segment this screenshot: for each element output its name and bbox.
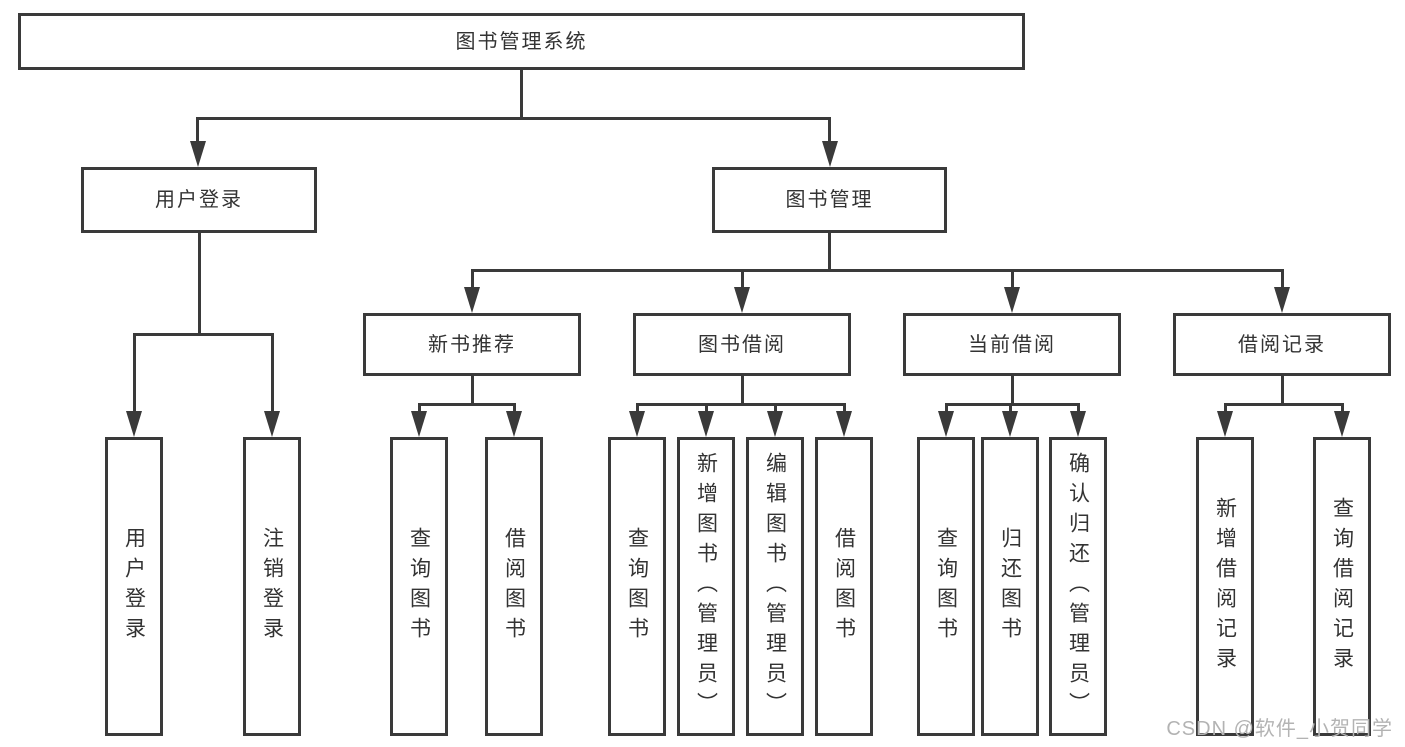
arrowhead-down — [821, 141, 838, 167]
node-borrow-books-recommend: 借阅图书 — [485, 437, 543, 736]
connector-stem — [740, 269, 744, 289]
arrowhead-down — [1217, 411, 1233, 437]
connector-group5-rail — [1223, 403, 1344, 406]
connector-stem — [1076, 403, 1080, 413]
connector-stem — [1340, 403, 1344, 413]
connector-stem — [1010, 269, 1014, 289]
arrowhead-down — [1334, 411, 1350, 437]
connector-level2-rail — [196, 117, 831, 120]
arrowhead-down — [734, 287, 750, 313]
arrowhead-down — [189, 141, 206, 167]
node-borrow-records: 借阅记录 — [1173, 313, 1391, 376]
connector-stem — [828, 117, 831, 144]
node-add-borrow-record: 新增借阅记录 — [1196, 437, 1254, 736]
connector-stem — [132, 333, 136, 411]
connector-stem — [512, 403, 516, 413]
connector-level3-rail — [470, 269, 1284, 272]
arrowhead-down — [698, 411, 714, 437]
arrowhead-down — [126, 411, 142, 437]
arrowhead-down — [1004, 287, 1020, 313]
node-borrow-books: 借阅图书 — [815, 437, 873, 736]
node-query-books-borrow: 查询图书 — [608, 437, 666, 736]
connector-root-stem — [520, 70, 523, 118]
node-confirm-return-admin: 确认归还（管理员） — [1049, 437, 1107, 736]
arrowhead-down — [506, 411, 522, 437]
connector-stem — [1010, 376, 1014, 405]
arrowhead-down — [938, 411, 954, 437]
node-user-login-action: 用户登录 — [105, 437, 163, 736]
connector-stem — [196, 117, 199, 144]
arrowhead-down — [1070, 411, 1086, 437]
csdn-watermark: CSDN @软件_小贺同学 — [1166, 718, 1393, 740]
connector-stem — [635, 403, 639, 413]
connector-stem — [270, 333, 274, 411]
arrowhead-down — [464, 287, 480, 313]
connector-stem — [828, 233, 831, 270]
node-new-book-recommend: 新书推荐 — [363, 313, 581, 376]
connector-stem — [740, 376, 744, 405]
connector-stem — [944, 403, 948, 413]
node-book-management: 图书管理 — [712, 167, 947, 233]
node-current-borrow: 当前借阅 — [903, 313, 1121, 376]
connector-stem — [197, 233, 201, 334]
connector-group2-rail — [417, 403, 516, 406]
arrowhead-down — [1002, 411, 1018, 437]
connector-stem — [704, 403, 708, 413]
node-library-system: 图书管理系统 — [18, 13, 1025, 70]
arrowhead-down — [411, 411, 427, 437]
connector-group3-rail — [635, 403, 846, 406]
node-query-borrow-record: 查询借阅记录 — [1313, 437, 1371, 736]
node-user-login: 用户登录 — [81, 167, 317, 233]
node-return-books: 归还图书 — [981, 437, 1039, 736]
arrowhead-down — [1274, 287, 1290, 313]
node-add-books-admin: 新增图书（管理员） — [677, 437, 735, 736]
node-edit-books-admin: 编辑图书（管理员） — [746, 437, 804, 736]
connector-stem — [1008, 403, 1012, 413]
connector-stem — [842, 403, 846, 413]
node-query-books-recommend: 查询图书 — [390, 437, 448, 736]
connector-stem — [1223, 403, 1227, 413]
connector-stem — [417, 403, 421, 413]
connector-stem — [1280, 269, 1284, 289]
node-book-borrow: 图书借阅 — [633, 313, 851, 376]
connector-stem — [773, 403, 777, 413]
arrowhead-down — [629, 411, 645, 437]
node-query-books-current: 查询图书 — [917, 437, 975, 736]
connector-stem — [1280, 376, 1284, 405]
connector-stem — [470, 376, 474, 405]
connector-group1-rail — [132, 333, 274, 336]
connector-stem — [470, 269, 474, 289]
arrowhead-down — [836, 411, 852, 437]
connector-group4-rail — [944, 403, 1080, 406]
node-logout-action: 注销登录 — [243, 437, 301, 736]
arrowhead-down — [767, 411, 783, 437]
arrowhead-down — [264, 411, 280, 437]
